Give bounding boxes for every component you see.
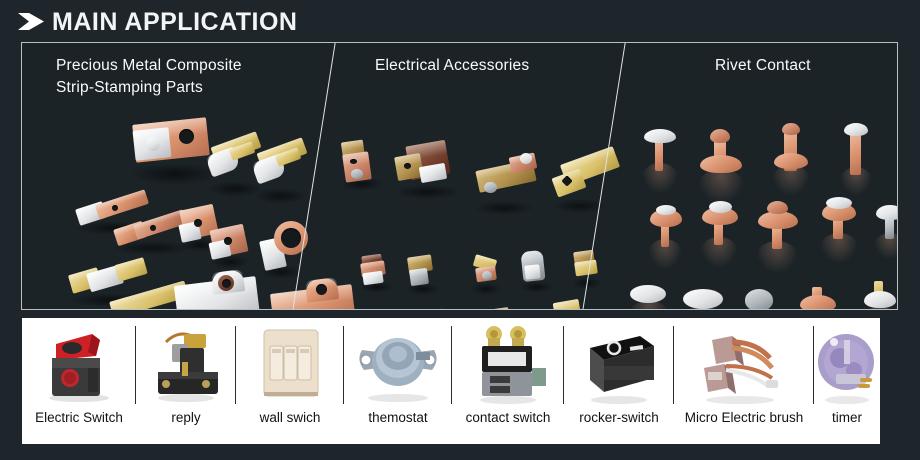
application-label: wall swich — [259, 410, 321, 425]
carbon-brush-icon — [674, 322, 814, 406]
rivet-contact — [800, 295, 836, 309]
thermostat-icon — [344, 322, 452, 406]
rivet-contact — [700, 155, 742, 173]
accessory-part — [431, 307, 453, 309]
application-label: reply — [171, 410, 201, 425]
relay-icon — [136, 322, 236, 406]
rivet-contact — [767, 201, 788, 214]
accessory-part — [478, 307, 512, 309]
rivet-contact — [758, 211, 798, 229]
timer-icon — [814, 322, 880, 406]
rocker-switch-icon — [564, 322, 674, 406]
application-label: contact switch — [465, 410, 551, 425]
application-item-timer[interactable]: timer — [814, 318, 880, 444]
page-title: MAIN APPLICATION — [52, 8, 298, 36]
stamped-part — [114, 257, 148, 282]
application-item-electric-switch[interactable]: Electric Switch — [22, 318, 136, 444]
accessory-part — [408, 267, 430, 287]
rivet-contact — [683, 289, 723, 309]
trigger-switch-icon — [22, 322, 136, 406]
application-label: Electric Switch — [35, 410, 123, 425]
application-label: rocker-switch — [579, 410, 659, 425]
panel-title-rivet-contact: Rivet Contact — [715, 57, 811, 74]
rivet-contact — [702, 207, 738, 225]
application-item-wall-swich[interactable]: wall swich — [236, 318, 344, 444]
application-label: timer — [832, 410, 862, 425]
cell-separator — [813, 326, 814, 404]
cell-separator — [343, 326, 344, 404]
rivet-contact — [745, 289, 773, 309]
header: MAIN APPLICATION — [0, 0, 920, 40]
cell-separator — [451, 326, 452, 404]
rivet-contact — [774, 153, 808, 169]
accessory-part — [552, 298, 582, 309]
application-item-micro-electric-brush[interactable]: Micro Electric brush — [674, 318, 814, 444]
accessory-part — [418, 162, 448, 184]
application-label: Micro Electric brush — [684, 410, 804, 425]
cell-separator — [673, 326, 674, 404]
rivet-contact — [630, 285, 666, 303]
contactor-icon — [452, 322, 564, 406]
showcase-panel: Precious Metal Composite Strip-Stamping … — [21, 42, 898, 310]
application-item-rocker-switch[interactable]: rocker-switch — [564, 318, 674, 444]
rivet-contact — [844, 123, 868, 136]
application-strip: Electric Switch reply — [22, 318, 880, 444]
panel-title-electrical-accessories: Electrical Accessories — [375, 57, 530, 74]
stamped-part — [94, 189, 150, 220]
rivet-contact — [644, 129, 676, 143]
wall-switch-icon — [236, 322, 344, 406]
rivet-contact — [864, 291, 896, 308]
cell-separator — [235, 326, 236, 404]
application-label: themostat — [368, 410, 428, 425]
application-item-contact-switch[interactable]: contact switch — [452, 318, 564, 444]
accessory-part — [524, 264, 541, 280]
cell-separator — [563, 326, 564, 404]
chevron-right-icon — [18, 13, 44, 30]
accessory-part — [574, 259, 598, 277]
rivet-contact — [782, 123, 800, 135]
application-item-themostat[interactable]: themostat — [344, 318, 452, 444]
rivet-contact — [710, 129, 730, 143]
rivet-contact — [876, 205, 897, 220]
cell-separator — [135, 326, 136, 404]
application-item-reply[interactable]: reply — [136, 318, 236, 444]
panel-title-precious-metal: Precious Metal Composite Strip-Stamping … — [56, 57, 242, 96]
